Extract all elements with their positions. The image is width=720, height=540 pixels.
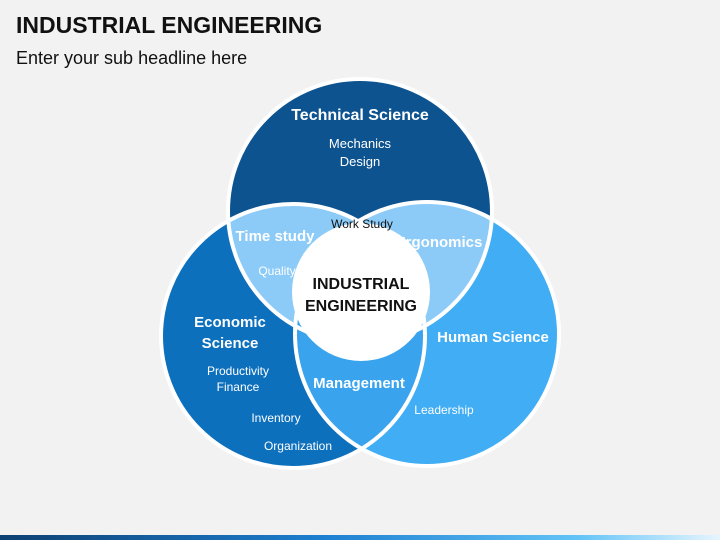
economic-item-organization: Organization: [264, 439, 332, 453]
work-study-label: Work Study: [331, 217, 393, 231]
economic-item-finance: Finance: [217, 380, 260, 394]
economic-item-productivity: Productivity: [207, 364, 269, 378]
page-subtitle: Enter your sub headline here: [16, 48, 248, 68]
time-study-label: Time study: [236, 228, 316, 245]
economic-science-title-line-1: Economic: [194, 314, 266, 331]
management-label: Management: [313, 375, 405, 392]
human-science-outline: [293, 200, 561, 468]
ergonomics-label: Ergonomics: [396, 234, 483, 251]
footer-gradient-bar: [0, 535, 720, 540]
technical-item-design: Design: [340, 154, 380, 169]
technical-science-title: Technical Science: [291, 107, 429, 124]
time-study-item-quality: Quality: [258, 264, 295, 278]
page-title: INDUSTRIAL ENGINEERING: [16, 12, 323, 38]
technical-item-mechanics: Mechanics: [329, 136, 392, 151]
economic-science-title-line-2: Science: [202, 335, 259, 352]
center-title-line-1: INDUSTRIAL: [313, 276, 410, 293]
industrial-engineering-center-circle: [292, 223, 430, 361]
human-science-title: Human Science: [437, 329, 549, 346]
economic-science-outline: [159, 202, 427, 470]
human-item-leadership: Leadership: [414, 403, 474, 417]
center-title-line-2: ENGINEERING: [305, 298, 417, 315]
economic-item-inventory: Inventory: [251, 411, 300, 425]
